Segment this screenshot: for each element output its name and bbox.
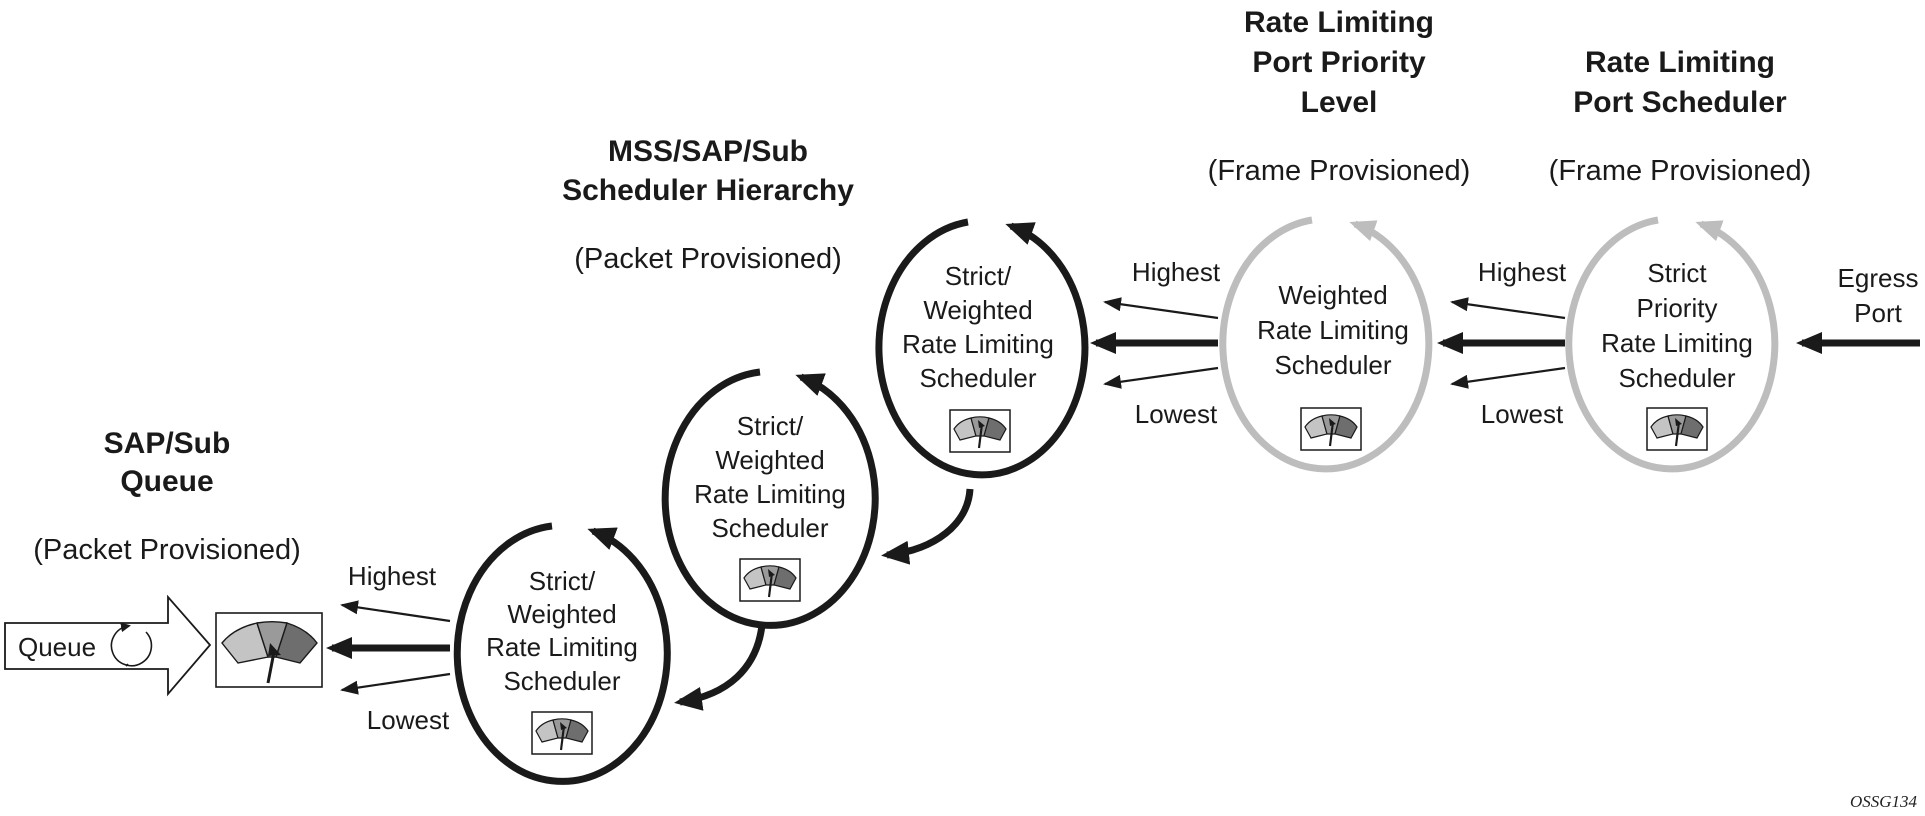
scheduler-2-to-1-arrow [674, 624, 766, 711]
scheduler-1-ring [453, 522, 671, 785]
scheduler-4-line-1: Weighted [1278, 280, 1387, 310]
lowest-arrow [340, 672, 451, 695]
port-priority-outputs: Highest Lowest [1090, 257, 1221, 429]
mss-subtitle: (Packet Provisioned) [574, 243, 842, 275]
lowest-arrow [1103, 366, 1219, 389]
port-priority-title-2: Port Priority [1252, 46, 1426, 79]
scheduler-level-3: Strict/ Weighted Rate Limiting Scheduler [875, 218, 1089, 479]
scheduler-level-5: Strict Priority Rate Limiting Scheduler [1565, 216, 1779, 473]
port-scheduler-title-1: Rate Limiting [1585, 46, 1775, 79]
queue-block: Queue [4, 594, 212, 697]
scheduler-5-line-3: Rate Limiting [1601, 328, 1753, 358]
port-priority-title-3: Level [1301, 86, 1378, 119]
scheduler-1-gauge-icon [530, 710, 594, 756]
scheduler-3-line-3: Rate Limiting [902, 329, 1054, 359]
scheduler-1-outputs: Highest Lowest [326, 561, 451, 735]
scheduler-4-ring [1219, 216, 1433, 473]
sap-queue-subtitle: (Packet Provisioned) [33, 534, 301, 566]
scheduler-2-line-1: Strict/ [737, 411, 804, 441]
scheduler-4-gauge-icon [1299, 406, 1363, 452]
highest-arrow [1450, 297, 1566, 320]
lowest-label: Lowest [367, 705, 450, 735]
port-priority-header: Rate Limiting Port Priority Level (Frame… [1208, 6, 1471, 187]
port-priority-title-1: Rate Limiting [1244, 6, 1434, 39]
sap-queue-title-2: Queue [120, 465, 213, 498]
highest-arrow [1103, 297, 1219, 320]
scheduler-3-line-1: Strict/ [945, 261, 1012, 291]
port-scheduler-header: Rate Limiting Port Scheduler (Frame Prov… [1549, 46, 1812, 187]
scheduler-1-line-1: Strict/ [529, 566, 596, 596]
highest-label: Highest [1132, 257, 1221, 287]
figure-tag: OSSG134 [1850, 792, 1918, 811]
egress-label-2: Port [1854, 298, 1902, 328]
scheduler-2-line-4: Scheduler [711, 513, 828, 543]
scheduler-4-line-3: Scheduler [1274, 350, 1391, 380]
scheduler-2-line-3: Rate Limiting [694, 479, 846, 509]
highest-label: Highest [348, 561, 437, 591]
scheduler-5-gauge-icon [1645, 406, 1709, 452]
lowest-label: Lowest [1135, 399, 1218, 429]
queue-label: Queue [18, 632, 96, 662]
scheduler-1-line-2: Weighted [507, 599, 616, 629]
mss-title-1: MSS/SAP/Sub [608, 135, 808, 168]
port-scheduler-title-2: Port Scheduler [1573, 86, 1787, 119]
scheduler-3-gauge-icon [948, 408, 1012, 454]
port-scheduler-subtitle: (Frame Provisioned) [1549, 155, 1812, 187]
mss-header: MSS/SAP/Sub Scheduler Hierarchy (Packet … [562, 135, 854, 275]
scheduler-3-line-2: Weighted [923, 295, 1032, 325]
scheduler-2-gauge-icon [738, 557, 802, 603]
scheduler-3-line-4: Scheduler [919, 363, 1036, 393]
port-scheduler-outputs: Highest Lowest [1437, 257, 1567, 429]
highest-arrow [340, 600, 451, 623]
lowest-label: Lowest [1481, 399, 1564, 429]
scheduler-1-line-4: Scheduler [503, 666, 620, 696]
scheduler-4-line-2: Rate Limiting [1257, 315, 1409, 345]
sap-queue-header: SAP/Sub Queue (Packet Provisioned) [33, 427, 301, 566]
scheduler-level-2: Strict/ Weighted Rate Limiting Scheduler [661, 368, 879, 629]
queue-rate-gauge-icon [215, 612, 323, 688]
scheduler-level-1: Strict/ Weighted Rate Limiting Scheduler [453, 522, 671, 785]
scheduler-5-line-1: Strict [1647, 258, 1707, 288]
highest-label: Highest [1478, 257, 1567, 287]
port-priority-subtitle: (Frame Provisioned) [1208, 155, 1471, 187]
cycle-icon [110, 622, 153, 667]
queue-arrow-shape [4, 594, 212, 697]
scheduler-level-4: Weighted Rate Limiting Scheduler [1219, 216, 1433, 473]
scheduler-3-ring [875, 218, 1089, 479]
sap-queue-title-1: SAP/Sub [104, 427, 231, 460]
scheduler-2-line-2: Weighted [715, 445, 824, 475]
scheduler-5-line-4: Scheduler [1618, 363, 1735, 393]
egress-port: Egress Port [1796, 263, 1920, 354]
scheduler-5-ring [1565, 216, 1779, 473]
scheduler-5-line-2: Priority [1637, 293, 1718, 323]
mss-title-2: Scheduler Hierarchy [562, 174, 854, 207]
scheduler-3-to-2-arrow [881, 488, 974, 565]
lowest-arrow [1450, 366, 1566, 389]
scheduler-1-line-3: Rate Limiting [486, 632, 638, 662]
egress-label-1: Egress [1838, 263, 1919, 293]
